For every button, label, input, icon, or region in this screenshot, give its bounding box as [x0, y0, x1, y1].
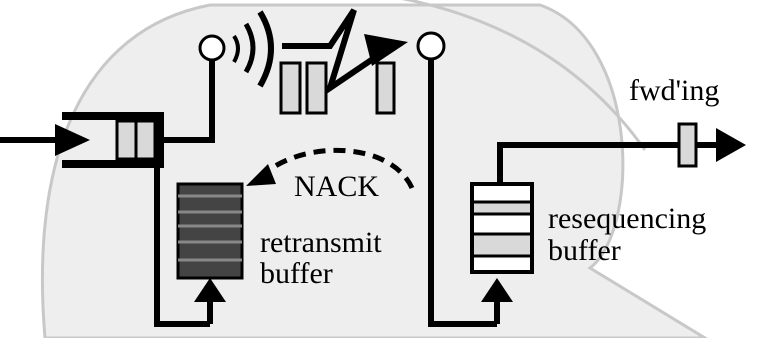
- nack-arrowhead: [246, 164, 276, 186]
- arrow-right-icon: [55, 124, 90, 156]
- packet-in-flight: [375, 61, 396, 115]
- retransmit-buffer-label-line1: retransmit: [260, 226, 382, 259]
- arrow-up-icon: [481, 278, 513, 302]
- nack-arrow: [260, 147, 415, 190]
- receiver-antenna-node: [416, 31, 446, 61]
- forwarded-packet: [677, 122, 698, 168]
- queued-packet: [115, 119, 138, 161]
- sender-antenna-node: [198, 34, 226, 62]
- queued-packet: [134, 119, 157, 161]
- resequencing-buffer: [470, 182, 534, 274]
- forwarding-wire: [497, 142, 722, 184]
- packet-in-flight: [305, 61, 328, 115]
- arrow-up-icon: [194, 278, 226, 302]
- packet-in-flight: [279, 61, 302, 115]
- retransmit-buffer-label-line2: buffer: [260, 257, 333, 290]
- region-outline-arc: [401, 0, 647, 151]
- receiver-wire: [428, 59, 497, 327]
- retransmit-buffer: [176, 182, 244, 280]
- sender-to-antenna-wire: [160, 60, 215, 143]
- lightning-link-icon: [282, 8, 408, 96]
- arrow-right-icon: [364, 34, 408, 66]
- resequencing-buffer-label-line2: buffer: [548, 234, 621, 267]
- wireless-signal-icon: [232, 10, 274, 88]
- forwarding-label: fwd'ing: [629, 74, 719, 107]
- arrow-right-icon: [716, 128, 746, 162]
- nack-label: NACK: [294, 170, 379, 203]
- resequencing-buffer-label-line1: resequencing: [548, 202, 706, 235]
- sender-to-retransmit-wire: [154, 164, 210, 327]
